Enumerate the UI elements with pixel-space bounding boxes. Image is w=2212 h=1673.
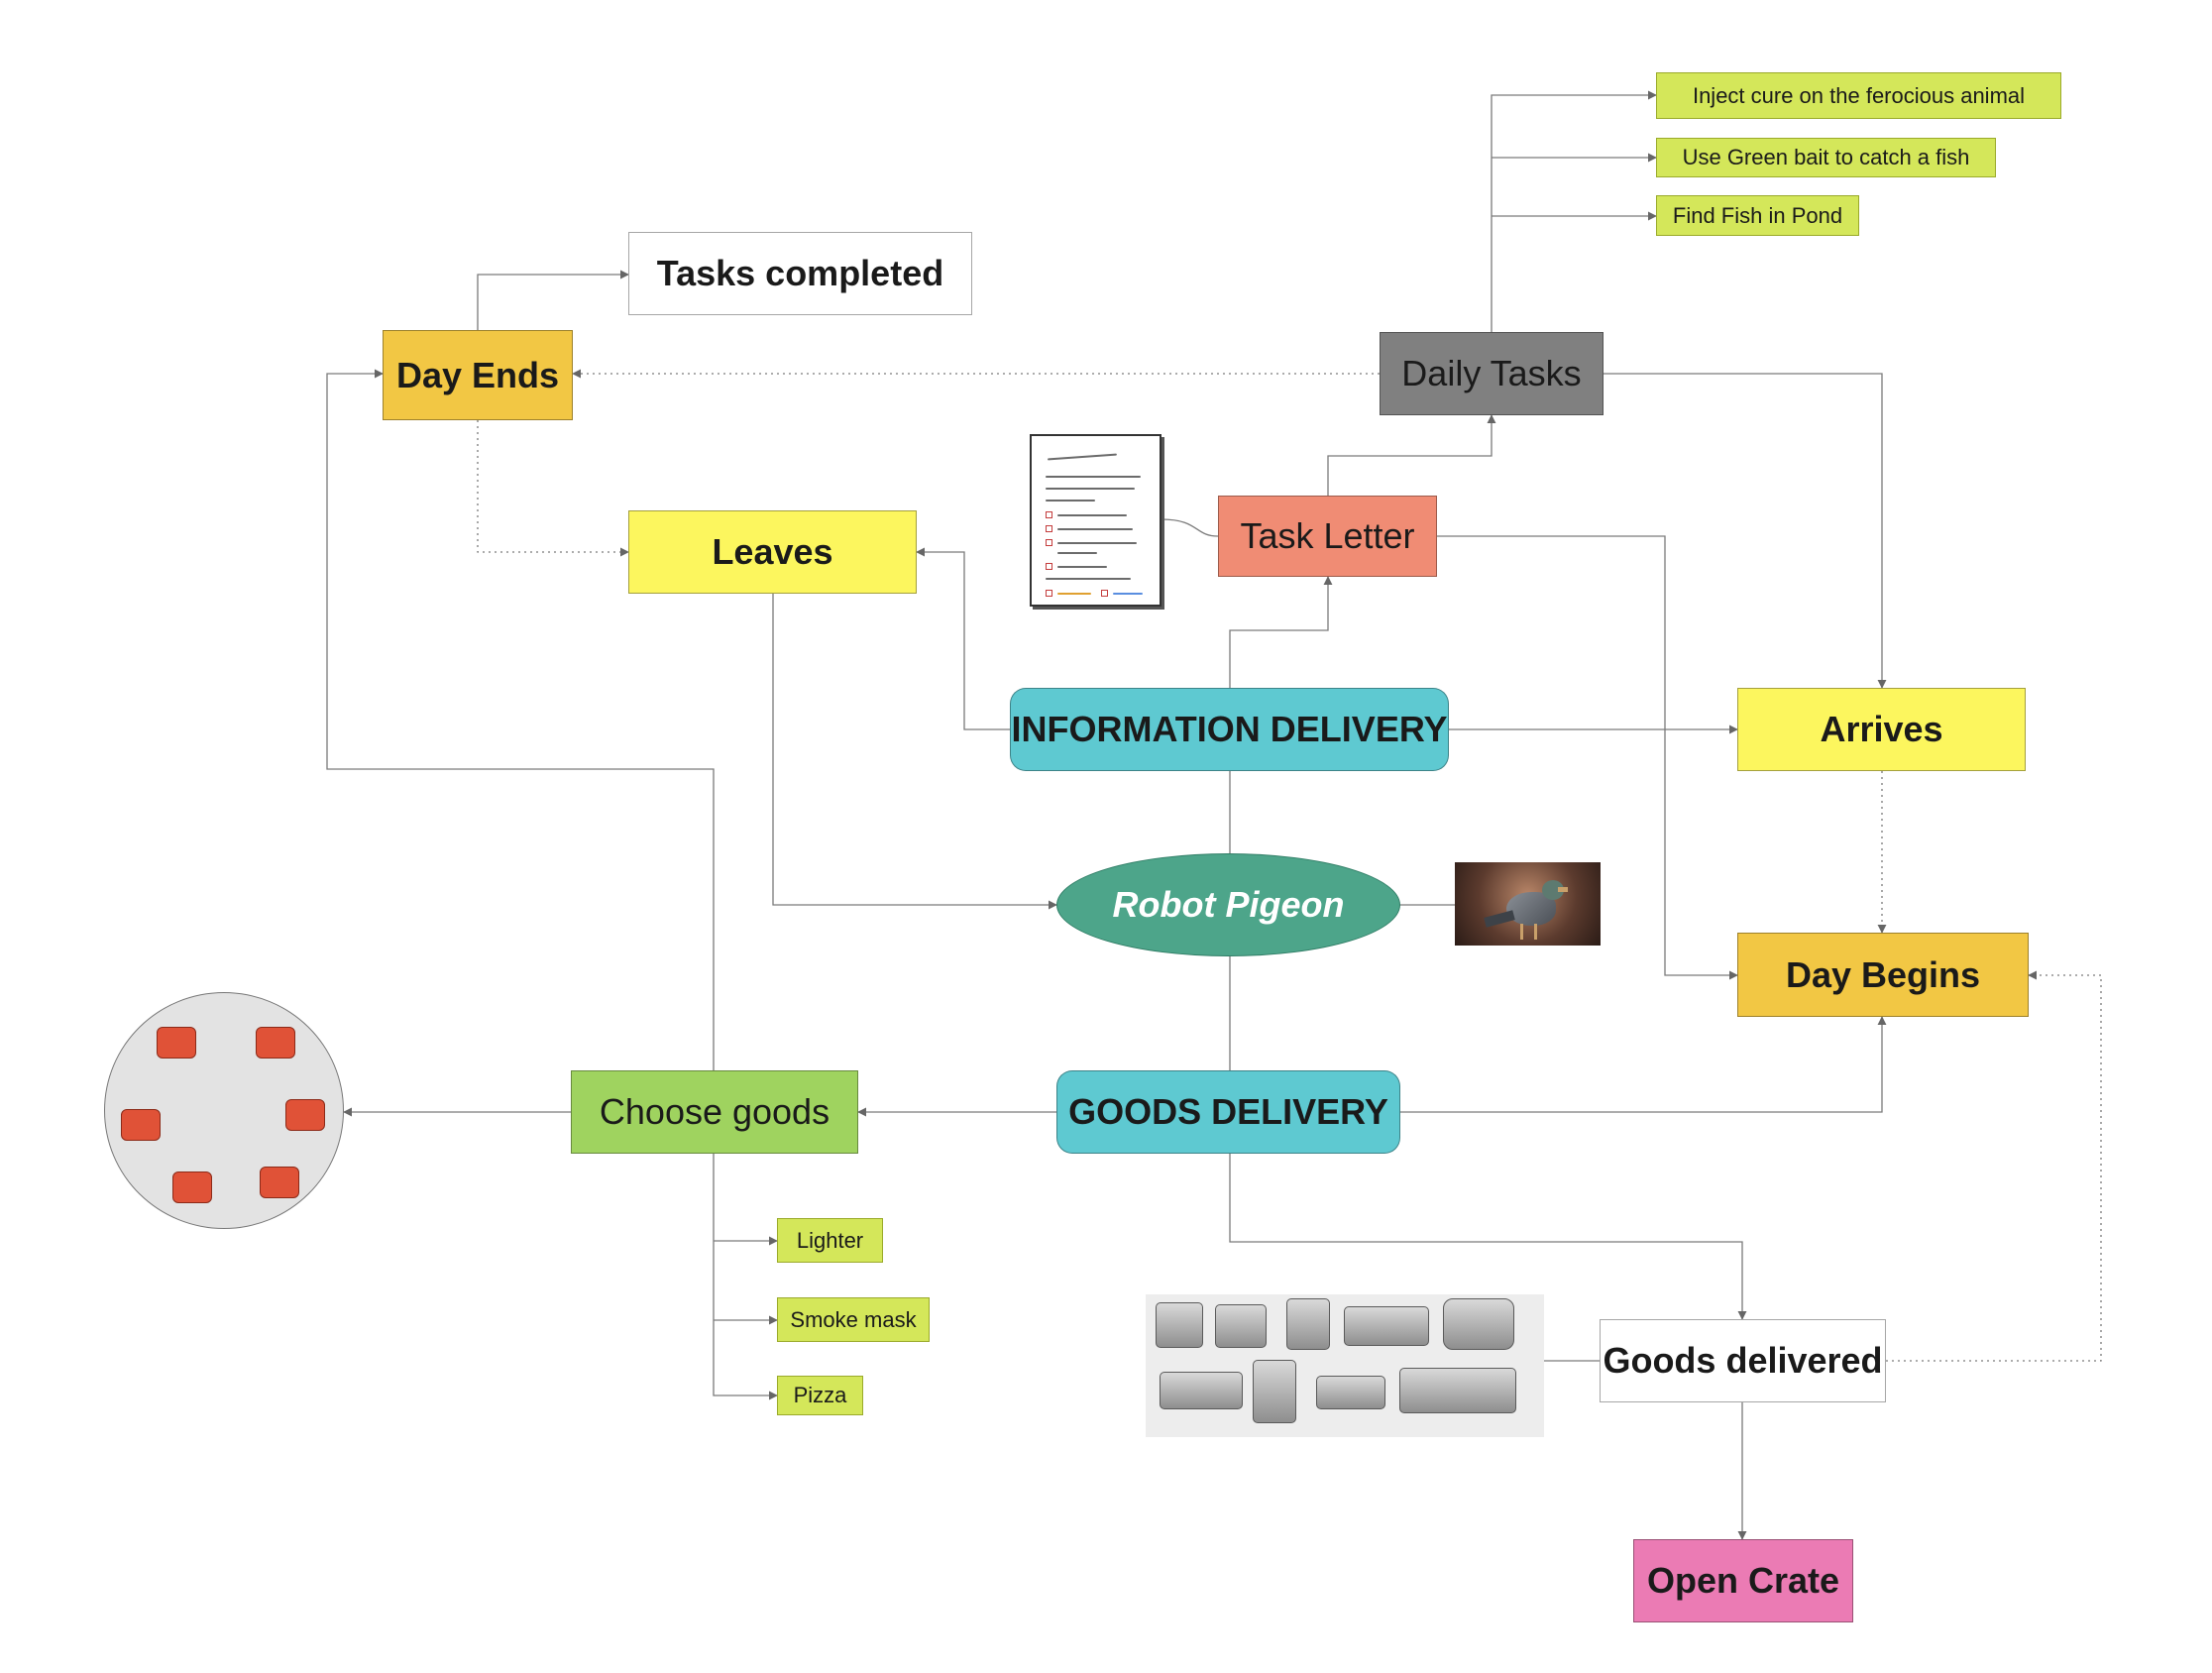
task-item-inject-cure[interactable]: Inject cure on the ferocious animal [1656,72,2061,119]
daily-tasks-node[interactable]: Daily Tasks [1380,332,1604,415]
goods-slot-chip[interactable] [157,1027,196,1059]
goods-slot-chip[interactable] [285,1099,325,1131]
day-ends-node[interactable]: Day Ends [383,330,573,420]
task-item-green-bait[interactable]: Use Green bait to catch a fish [1656,138,1996,177]
goods-slot-chip[interactable] [172,1171,212,1203]
leaves-node[interactable]: Leaves [628,510,917,594]
goods-item-lighter[interactable]: Lighter [777,1218,883,1263]
robot-pigeon-node[interactable]: Robot Pigeon [1056,853,1400,956]
crate-sketches-image[interactable] [1146,1294,1544,1437]
open-crate-node[interactable]: Open Crate [1633,1539,1853,1622]
task-item-find-fish[interactable]: Find Fish in Pond [1656,195,1859,236]
goods-item-pizza[interactable]: Pizza [777,1376,863,1415]
task-letter-node[interactable]: Task Letter [1218,496,1437,577]
goods-delivered-node[interactable]: Goods delivered [1600,1319,1886,1402]
goods-slot-chip[interactable] [256,1027,295,1059]
letter-image[interactable] [1030,434,1161,607]
tasks-completed-node[interactable]: Tasks completed [628,232,972,315]
goods-item-smoke-mask[interactable]: Smoke mask [777,1297,930,1342]
information-delivery-node[interactable]: INFORMATION DELIVERY [1010,688,1449,771]
arrives-node[interactable]: Arrives [1737,688,2026,771]
goods-slot-chip[interactable] [121,1109,161,1141]
goods-wheel[interactable] [104,992,344,1229]
day-begins-node[interactable]: Day Begins [1737,933,2029,1017]
goods-slot-chip[interactable] [260,1167,299,1198]
goods-delivery-node[interactable]: GOODS DELIVERY [1056,1070,1400,1154]
choose-goods-node[interactable]: Choose goods [571,1070,858,1154]
robot-pigeon-photo[interactable] [1455,862,1601,946]
